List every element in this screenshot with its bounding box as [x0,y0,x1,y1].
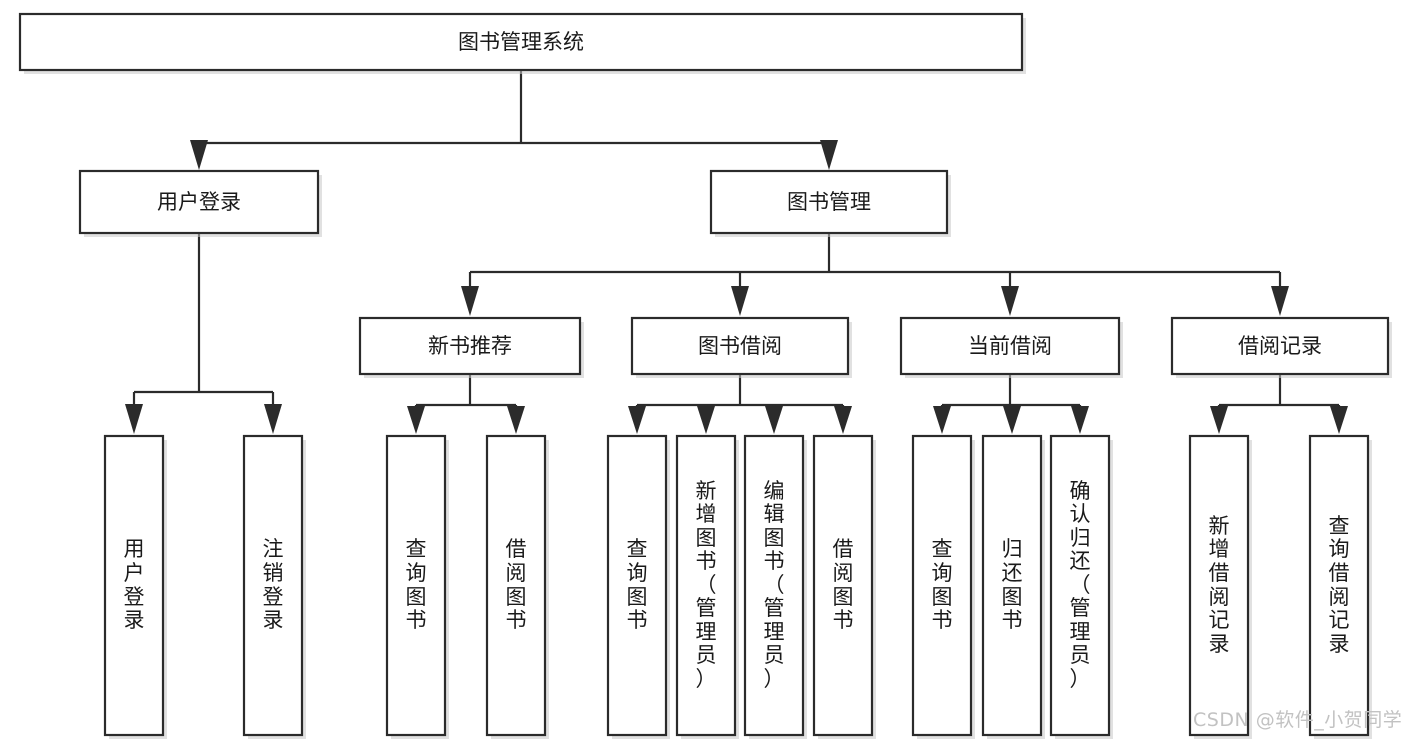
arrow-head-leaf-user-login [125,404,143,434]
node-root[interactable]: 图书管理系统 [18,12,1026,74]
arrow-head-leaf-add-book-admin [697,406,715,434]
node-current-borrow-label: 当前借阅 [968,334,1052,358]
node-leaf-query-book-current-rect[interactable] [911,434,973,737]
arrow-head-leaf-confirm-return-admin [1071,406,1089,434]
node-leaf-user-login[interactable] [103,434,167,739]
connector-group-user-login [125,233,282,434]
connector-group-root [190,70,838,170]
node-leaf-logout-rect[interactable] [242,434,304,737]
connector-group-book-management [461,233,1289,316]
node-leaf-edit-book-admin[interactable] [743,434,807,739]
node-leaf-query-book-borrow[interactable] [606,434,670,739]
node-root-label: 图书管理系统 [458,30,584,54]
node-new-book-recommend-label: 新书推荐 [428,334,512,358]
node-leaf-edit-book-admin-rect[interactable] [743,434,805,737]
node-leaf-query-borrow-record[interactable] [1308,434,1372,739]
node-leaf-user-login-rect[interactable] [103,434,165,737]
node-book-borrow[interactable]: 图书借阅 [630,316,852,378]
node-book-management-rect[interactable] [709,169,949,235]
arrow-head-leaf-borrow-book [834,406,852,434]
node-leaf-borrow-book-recommend-rect[interactable] [485,434,547,737]
arrow-head-leaf-add-borrow-record [1210,406,1228,434]
node-leaf-query-book-borrow-rect[interactable] [606,434,668,737]
arrow-head-user-login [190,140,208,170]
arrow-head-leaf-query-book-borrow [628,406,646,434]
arrow-head-new-book-recommend [461,286,479,316]
node-leaf-confirm-return-admin[interactable] [1049,434,1113,739]
node-leaf-borrow-book-recommend[interactable] [485,434,549,739]
arrow-head-leaf-return-book [1003,406,1021,434]
node-leaf-query-book-recommend-rect[interactable] [385,434,447,737]
arrow-head-borrow-record [1271,286,1289,316]
node-current-borrow[interactable]: 当前借阅 [899,316,1123,378]
node-book-borrow-label: 图书借阅 [698,334,782,358]
arrow-head-leaf-query-borrow-record [1330,406,1348,434]
arrow-head-leaf-query-book-recommend [407,406,425,434]
connector-group-new-book-recommend [407,374,525,434]
node-leaf-confirm-return-admin-rect[interactable] [1049,434,1111,737]
arrow-head-leaf-borrow-book-recommend [507,406,525,434]
node-root-rect[interactable] [18,12,1024,72]
node-book-borrow-rect[interactable] [630,316,850,376]
node-new-book-recommend[interactable]: 新书推荐 [358,316,584,378]
node-leaf-query-book-current[interactable] [911,434,975,739]
node-user-login-label: 用户登录 [157,190,241,214]
node-book-management-label: 图书管理 [787,190,871,214]
arrow-head-leaf-edit-book-admin [765,406,783,434]
node-leaf-add-borrow-record[interactable] [1188,434,1252,739]
node-leaf-add-book-admin[interactable] [675,434,739,739]
connector-group-borrow-record [1210,374,1348,434]
node-leaf-logout[interactable] [242,434,306,739]
node-user-login[interactable]: 用户登录 [78,169,322,237]
arrow-head-book-borrow [731,286,749,316]
node-current-borrow-rect[interactable] [899,316,1121,376]
node-user-login-rect[interactable] [78,169,320,235]
arrow-head-leaf-query-book-current [933,406,951,434]
node-borrow-record[interactable]: 借阅记录 [1170,316,1392,378]
node-borrow-record-label: 借阅记录 [1238,334,1322,358]
node-leaf-return-book[interactable] [981,434,1045,739]
arrow-head-book-management [820,140,838,170]
node-leaf-query-borrow-record-rect[interactable] [1308,434,1370,737]
arrow-head-leaf-logout [264,404,282,434]
node-leaf-borrow-book[interactable] [812,434,876,739]
connector-group-book-borrow [628,374,852,434]
node-leaf-borrow-book-rect[interactable] [812,434,874,737]
arrow-head-current-borrow [1001,286,1019,316]
connector-group-current-borrow [933,374,1089,434]
node-book-management[interactable]: 图书管理 [709,169,951,237]
node-leaf-add-borrow-record-rect[interactable] [1188,434,1250,737]
node-new-book-recommend-rect[interactable] [358,316,582,376]
leaf-rect-group [103,434,1372,739]
watermark-text: CSDN @软件_小贺同学 [1193,709,1403,731]
node-borrow-record-rect[interactable] [1170,316,1390,376]
node-leaf-query-book-recommend[interactable] [385,434,449,739]
node-leaf-add-book-admin-rect[interactable] [675,434,737,737]
node-leaf-return-book-rect[interactable] [981,434,1043,737]
